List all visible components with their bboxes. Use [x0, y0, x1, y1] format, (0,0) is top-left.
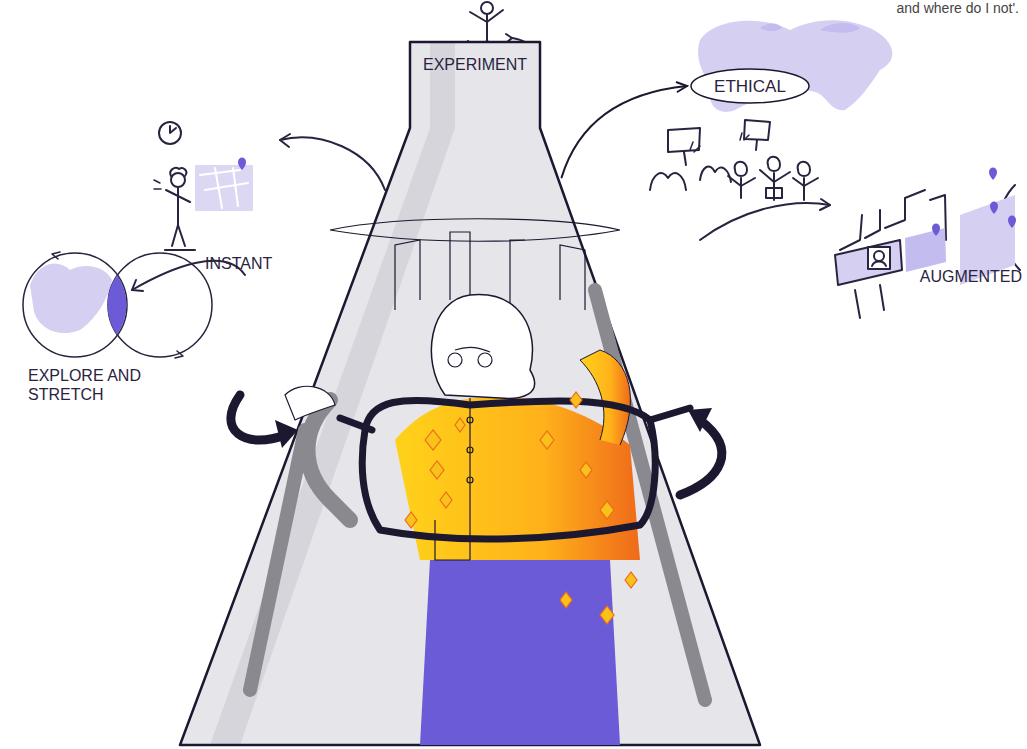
- concept-label: AUGMENTED: [920, 267, 1022, 286]
- node-text: ETHICAL: [690, 76, 810, 97]
- concept-label: EXPLORE AND STRETCH: [28, 366, 163, 404]
- connector-arrow: [562, 86, 687, 177]
- quote-fragment: and where do I not'.: [896, 0, 1019, 17]
- flask-shape: EXPERIMENT: [180, 40, 760, 746]
- arrow-head: [677, 82, 687, 92]
- concept-label: INSTANT: [205, 254, 272, 273]
- node-outline: [180, 40, 760, 746]
- ellipse-node: ETHICAL: [690, 68, 810, 104]
- node-text: EXPERIMENT: [410, 54, 540, 76]
